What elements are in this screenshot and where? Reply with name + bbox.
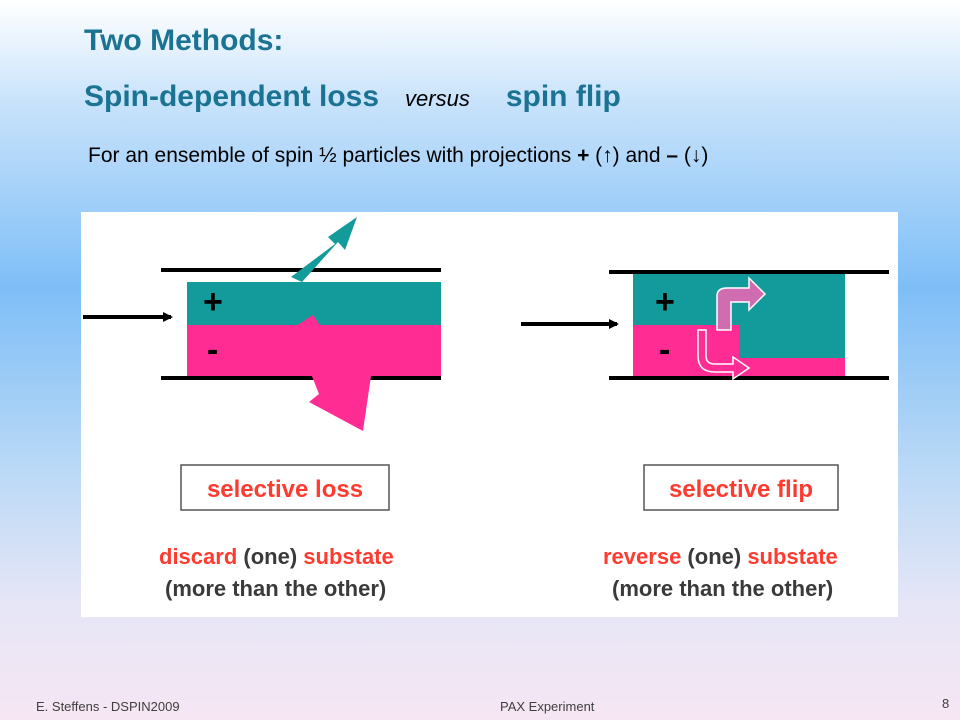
minus-projection: – [666, 144, 679, 167]
selective-flip-diagram: + - selective flip reverse (one) substat… [521, 270, 889, 601]
ensemble-text-a: For an ensemble of spin ½ particles with… [88, 144, 578, 167]
plus-loss-arrow [291, 217, 357, 282]
minus-label-left: - [207, 331, 218, 369]
ensemble-text-c: (↓) [678, 144, 709, 167]
reverse-line: reverse (one) substate [603, 544, 838, 569]
slide-title: Two Methods: [84, 24, 284, 57]
selective-loss-box [180, 464, 390, 511]
selective-loss-label: selective loss [207, 476, 363, 503]
plus-projection: + [577, 144, 590, 167]
selective-flip-label: selective flip [669, 476, 813, 503]
discard-word: discard [159, 544, 237, 569]
one-word-right: (one) [681, 544, 747, 569]
minus-label-right: - [659, 331, 670, 369]
more-than-other-left: (more than the other) [165, 576, 386, 601]
minus-loss-arrow [293, 315, 372, 431]
more-than-other-right: (more than the other) [612, 576, 833, 601]
diagram-panel: + - selective loss discard (one) substat… [81, 212, 898, 617]
plus-label-right: + [655, 283, 675, 321]
substate-word-left: substate [303, 544, 393, 569]
title-flip: spin flip [505, 80, 621, 113]
substate-word-right: substate [747, 544, 837, 569]
discard-line: discard (one) substate [159, 544, 394, 569]
flip-down-arrow [697, 329, 751, 381]
selective-flip-box [643, 464, 839, 511]
slide-subtitle-heading: Spin-dependent loss versus spin flip [84, 80, 621, 114]
title-loss: Spin-dependent loss [84, 80, 380, 113]
one-word-left: (one) [237, 544, 303, 569]
ensemble-description: For an ensemble of spin ½ particles with… [88, 144, 708, 168]
methods-diagram: + - selective loss discard (one) substat… [83, 217, 889, 601]
title-versus: versus [405, 86, 470, 111]
footer-title: PAX Experiment [500, 699, 595, 714]
minus-beam-right-reduced [739, 358, 845, 377]
reverse-word: reverse [603, 544, 681, 569]
page-number: 8 [942, 696, 950, 711]
flip-up-arrow [716, 276, 767, 331]
selective-loss-diagram: + - selective loss discard (one) substat… [83, 217, 441, 601]
footer-author: E. Steffens - DSPIN2009 [36, 699, 180, 714]
ensemble-text-b: (↑) and [589, 144, 667, 167]
plus-label-left: + [203, 283, 223, 321]
